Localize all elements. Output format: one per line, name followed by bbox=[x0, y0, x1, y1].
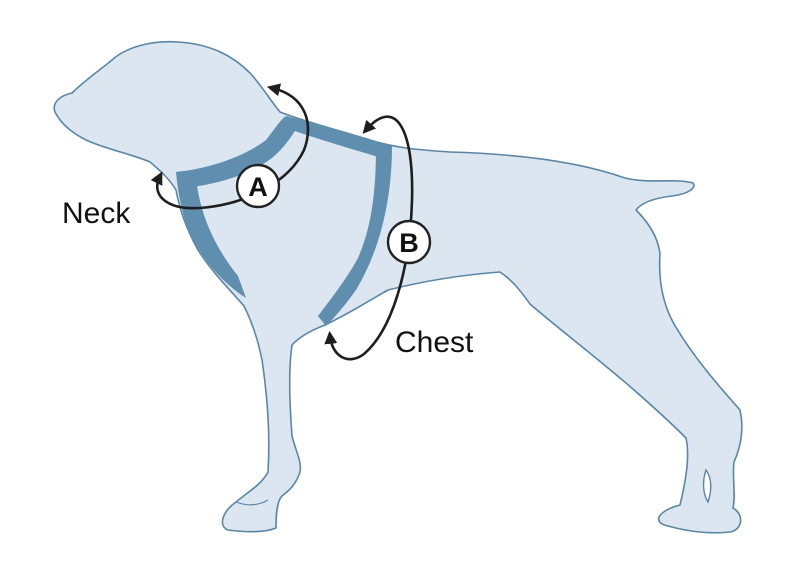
chest-label: Chest bbox=[395, 326, 474, 359]
marker-b: B bbox=[386, 219, 432, 265]
front-paw-line bbox=[235, 499, 269, 506]
hind-leg-gap bbox=[702, 468, 712, 504]
neck-label: Neck bbox=[62, 197, 131, 230]
dog-silhouette-icon bbox=[53, 40, 743, 534]
marker-a-text: A bbox=[248, 172, 268, 202]
marker-b-text: B bbox=[399, 228, 419, 258]
marker-a: A bbox=[235, 163, 281, 209]
